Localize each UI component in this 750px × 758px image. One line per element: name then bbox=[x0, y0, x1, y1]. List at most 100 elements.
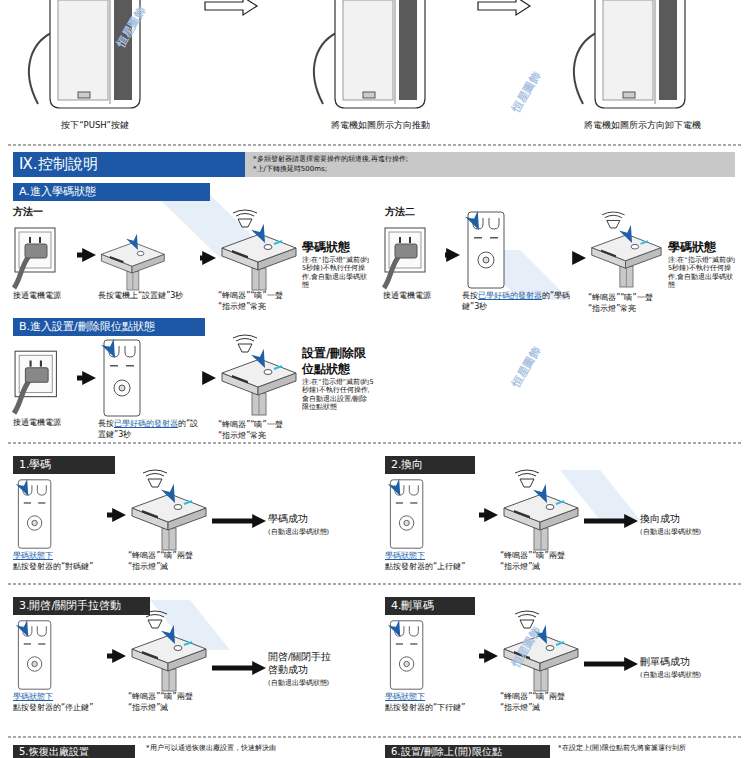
flow-arrow bbox=[77, 376, 85, 381]
buzzer-icon bbox=[607, 220, 620, 228]
step-illustration bbox=[98, 222, 198, 290]
step-illustration bbox=[13, 345, 75, 417]
motor-controller bbox=[222, 335, 296, 415]
step-caption-text: “指示燈”常亮 bbox=[588, 303, 663, 314]
brand-tag bbox=[514, 510, 530, 519]
dashed-divider bbox=[8, 443, 742, 444]
step-caption-text: “指示燈”滅 bbox=[500, 561, 582, 572]
step-illustration bbox=[13, 222, 75, 290]
step-outlet: 接通電機電源 bbox=[13, 345, 75, 428]
brand-tag bbox=[232, 250, 248, 259]
pointer-hand bbox=[388, 479, 406, 499]
remote-control bbox=[16, 479, 51, 549]
step-caption: “蜂鳴器”“嘀”一聲“指示燈”常亮 bbox=[218, 419, 298, 441]
remote-control bbox=[101, 339, 140, 416]
step-caption-text: “蜂鳴器”“嘀”兩聲 bbox=[128, 691, 210, 702]
result-text: 刪單碼成功(自動退出學碼狀態) bbox=[640, 655, 701, 680]
remote-mark bbox=[396, 643, 403, 644]
step-caption-text: 點按發射器的“下行鍵” bbox=[385, 702, 477, 713]
remote-dial-center bbox=[404, 661, 409, 666]
housing-edge bbox=[395, 0, 396, 104]
result-text: (自動退出學碼狀態) bbox=[268, 527, 329, 537]
setting-button bbox=[174, 646, 182, 651]
step-caption: 將電機如圖所示方向推動 bbox=[305, 120, 455, 131]
step-illustration bbox=[385, 478, 477, 550]
flow-arrow bbox=[212, 666, 255, 671]
remote-dial-center bbox=[32, 520, 37, 525]
step-caption-text: 學碼狀態下 bbox=[385, 550, 477, 561]
remote-button bbox=[37, 485, 46, 495]
pointer-hand bbox=[161, 625, 181, 647]
step-remote: 學碼狀態下點按發射器的“上行鍵” bbox=[385, 478, 477, 572]
result-text: 換向成功 bbox=[640, 512, 701, 525]
step-caption: “蜂鳴器”“嘀”兩聲“指示燈”滅 bbox=[500, 691, 582, 713]
sound-wave bbox=[236, 214, 254, 217]
setting-button bbox=[137, 251, 144, 255]
motor-housing bbox=[574, 0, 685, 108]
housing-outline bbox=[335, 0, 425, 108]
section-note: *用户可以通過恢復出廠設置，快速解決由 bbox=[146, 744, 276, 753]
power-cord bbox=[14, 380, 30, 413]
motor-tube bbox=[127, 271, 139, 290]
step-illustration bbox=[588, 212, 663, 292]
setting-button bbox=[264, 370, 272, 375]
step-illustration bbox=[218, 210, 298, 290]
brand-tag bbox=[142, 651, 158, 660]
remote-dial bbox=[399, 657, 413, 671]
housing-panel bbox=[343, 0, 393, 100]
controller-top-face bbox=[101, 242, 164, 266]
sound-wave bbox=[236, 339, 254, 342]
housing-edge bbox=[110, 0, 111, 104]
socket-slot bbox=[30, 361, 32, 367]
step-caption-text: “蜂鳴器”“嘀”一聲 bbox=[218, 419, 298, 430]
step-caption-text: “指示燈”常亮 bbox=[218, 301, 298, 312]
remote-mark bbox=[490, 237, 498, 239]
result-text: (自動退出學碼狀態) bbox=[268, 678, 336, 688]
motor-controller bbox=[132, 611, 206, 691]
motor-controller bbox=[101, 234, 164, 290]
state-note: 注:在“指示燈”滅前(約5秒鐘)不執行任何操作,會自動退出設置/刪除限位點狀態 bbox=[302, 378, 374, 412]
step-caption-text: 接通電機電源 bbox=[13, 417, 75, 428]
header-text: 3.開啓/關閉手拉啓動 bbox=[19, 599, 121, 612]
motor-controller bbox=[504, 470, 578, 550]
remote-mark bbox=[24, 643, 31, 644]
flow-arrow bbox=[77, 253, 85, 258]
setting-button bbox=[264, 245, 272, 250]
pointer-hand bbox=[101, 339, 121, 361]
result-text: 刪單碼成功 bbox=[640, 655, 701, 668]
sound-wave bbox=[146, 615, 164, 618]
header-text: Ⅸ.控制說明 bbox=[19, 155, 98, 173]
tube-stripe bbox=[541, 669, 542, 691]
setting-button bbox=[546, 646, 554, 651]
motor-tube bbox=[252, 268, 266, 290]
result-text: 開啓/關閉手拉啓動成功(自動退出學碼狀態) bbox=[268, 650, 336, 688]
note-text: *多頻發射器請選擇需要操作的頻道後,再進行操作; bbox=[253, 155, 727, 165]
step-caption-text: “蜂鳴器”“嘀”一聲 bbox=[218, 290, 298, 301]
remote-mark bbox=[24, 502, 31, 503]
step-caption-text: 學碼狀態下 bbox=[385, 691, 477, 702]
indicator-light bbox=[274, 366, 282, 369]
step-caption: 將電機如圖所示方向卸下電機 bbox=[560, 120, 725, 131]
step-remote: 長按已學好碼的發射器的“學碼鍵”3秒 bbox=[462, 210, 572, 312]
step-caption-text: 已學好碼的發射器 bbox=[478, 291, 542, 300]
pointer-hand bbox=[251, 224, 271, 246]
setting-button bbox=[546, 505, 554, 510]
step-caption-text: 點按發射器的“上行鍵” bbox=[385, 561, 477, 572]
note-text: *上/下轉換延時500ms; bbox=[253, 165, 727, 175]
pointer-hand bbox=[251, 349, 271, 371]
power-plug bbox=[395, 244, 417, 258]
step-caption: “蜂鳴器”“嘀”一聲“指示燈”常亮 bbox=[588, 292, 663, 314]
remote-dial bbox=[478, 252, 494, 268]
motor-tube bbox=[162, 528, 176, 550]
remote-mark bbox=[110, 365, 118, 367]
step-caption: 接通電機電源 bbox=[13, 417, 75, 428]
section-header: 6.設置/刪除上(開)限位點 bbox=[385, 745, 550, 758]
state-note: 注:在“指示燈”滅前(約5秒鐘)不執行任何操作,會自動退出學碼狀態 bbox=[668, 256, 738, 290]
flow-arrow bbox=[574, 256, 575, 261]
flow-arrow bbox=[200, 256, 205, 261]
step-illustration bbox=[98, 338, 202, 418]
motor-tube bbox=[534, 528, 548, 550]
tube-stripe bbox=[541, 528, 542, 550]
step-caption-text: “指示燈”滅 bbox=[500, 702, 582, 713]
